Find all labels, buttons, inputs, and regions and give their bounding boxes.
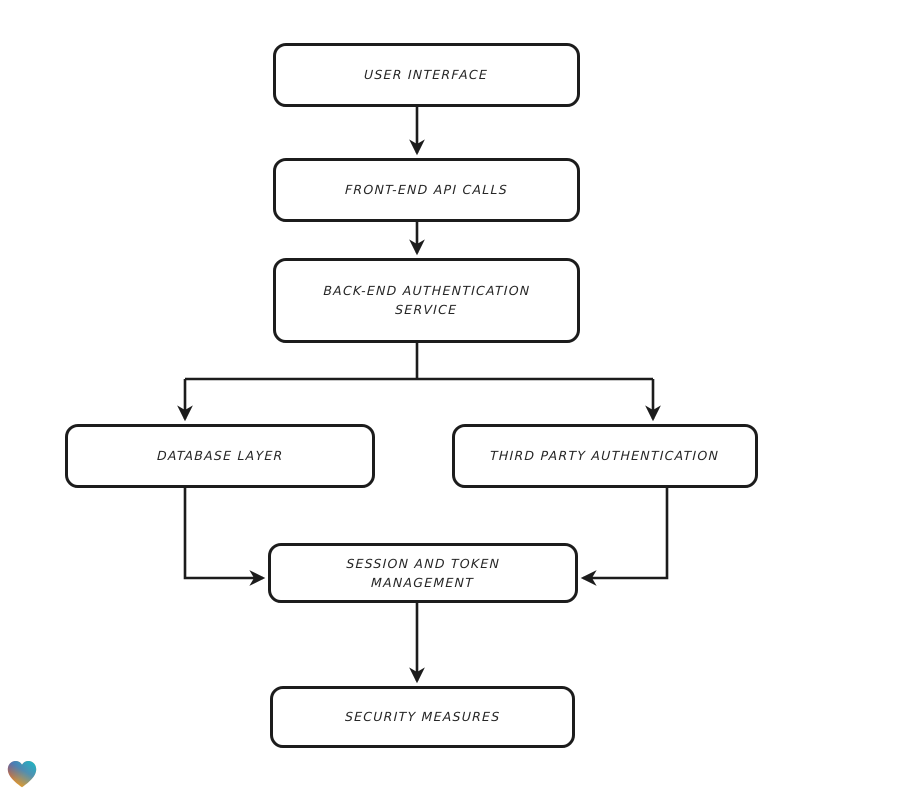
- node-label-database-layer: Database Layer: [156, 448, 284, 464]
- edge-backend-split-trunk: [185, 343, 653, 381]
- node-front-end-api-calls[interactable]: Front-End API Calls: [273, 158, 580, 222]
- node-label-front-end-api-calls: Front-End API Calls: [344, 182, 509, 198]
- edge-database-to-session: [183, 488, 266, 586]
- edge-thirdparty-to-session: [580, 488, 669, 586]
- node-back-end-authentication-service[interactable]: Back-End Authentication Service: [273, 258, 580, 343]
- node-label-back-end-authentication-service: Back-End Authentication Service: [323, 283, 531, 318]
- node-security-measures[interactable]: Security Measures: [270, 686, 575, 748]
- node-label-security-measures: Security Measures: [344, 709, 501, 725]
- node-label-user-interface: User Interface: [364, 67, 489, 83]
- node-session-and-token-management[interactable]: Session and Token Management: [268, 543, 578, 603]
- node-third-party-authentication[interactable]: Third Party Authentication: [452, 424, 758, 488]
- node-user-interface[interactable]: User Interface: [273, 43, 580, 107]
- heart-icon: [7, 761, 37, 788]
- node-database-layer[interactable]: Database Layer: [65, 424, 375, 488]
- node-label-session-and-token-management: Session and Token Management: [346, 555, 501, 590]
- node-label-third-party-authentication: Third Party Authentication: [490, 448, 720, 464]
- heart-icon-wrapper: [7, 760, 37, 788]
